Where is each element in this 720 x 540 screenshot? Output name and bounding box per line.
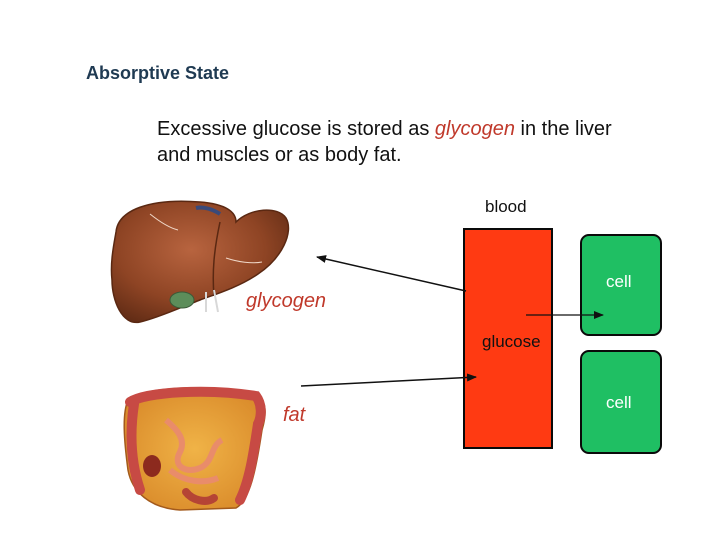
glucose-to-liver-arrow: [316, 255, 467, 292]
slide-body-text: Excessive glucose is stored as glycogen …: [157, 116, 617, 168]
cell-label-bottom: cell: [606, 393, 632, 412]
intestines-illustration: [123, 386, 266, 511]
cell-label-top: cell: [606, 272, 632, 291]
liver-illustration: [110, 200, 290, 324]
blood-column: [463, 228, 553, 449]
glycogen-label: glycogen: [246, 290, 327, 312]
fat-to-blood-arrow: [300, 373, 477, 387]
body-text-start: Excessive glucose is stored as: [157, 118, 435, 140]
body-text-emphasis: glycogen: [434, 118, 515, 140]
glucose-label: glucose: [482, 332, 541, 351]
slide-title: Absorptive State: [86, 63, 230, 83]
fat-label: fat: [283, 404, 306, 426]
cell-bottom: [580, 350, 662, 454]
cell-top: [580, 234, 662, 336]
blood-label: blood: [485, 197, 527, 216]
body-text-end: in the liver and muscles or as body fat.: [157, 118, 612, 166]
